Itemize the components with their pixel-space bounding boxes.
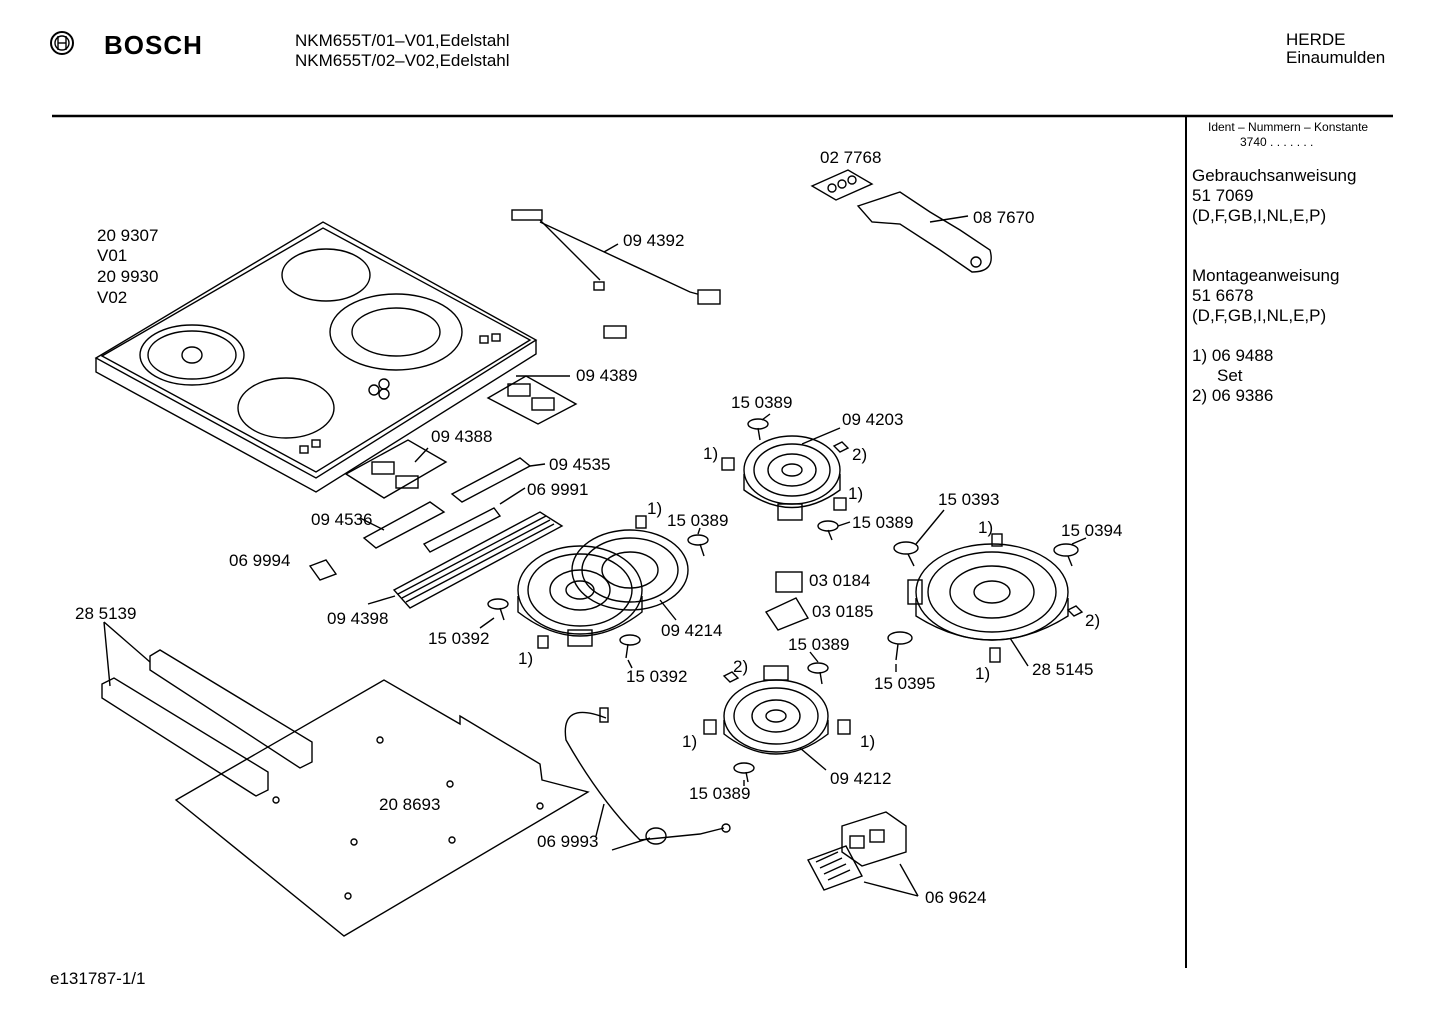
cooktop-glass: [94, 221, 538, 493]
footnote-marker: 1): [975, 664, 991, 683]
heater-094203: [743, 435, 841, 521]
part-label: 09 4388: [431, 427, 493, 446]
part-label: 06 9993: [537, 832, 599, 851]
part-label: 15 0392: [626, 667, 688, 686]
part-label: 06 9991: [527, 480, 589, 499]
part-label: V02: [97, 288, 128, 307]
heater-094214: [517, 529, 689, 647]
footnote-marker: 1): [703, 444, 719, 463]
ribbon-094398: [392, 511, 564, 609]
bosch-logo-icon: [50, 31, 74, 55]
ribbon-069991: [422, 507, 502, 553]
note-2: 2) 06 9386: [1192, 386, 1274, 405]
bracket-030185: [764, 597, 810, 631]
part-label: 09 4392: [623, 231, 685, 250]
board-094388: [344, 439, 448, 499]
part-label: 20 8693: [379, 795, 441, 814]
part-label: 06 9994: [229, 551, 291, 570]
footnote-marker: 2): [733, 657, 749, 676]
part-label: 20 9307: [97, 226, 159, 245]
switch-030184: [775, 571, 803, 593]
ident-caption: Ident – Nummern – Konstante: [1208, 120, 1369, 134]
manual-2-langs: (D,F,GB,I,NL,E,P): [1192, 306, 1327, 325]
manual-2-title: Montageanweisung: [1192, 266, 1340, 285]
part-label: 09 4389: [576, 366, 638, 385]
part-label: 15 0389: [689, 784, 751, 803]
connector-069624: [807, 811, 907, 891]
part-label: 15 0389: [731, 393, 793, 412]
rail-lower: [101, 677, 269, 797]
part-label: 15 0389: [788, 635, 850, 654]
part-label: 20 9930: [97, 267, 159, 286]
base-plate-208693: [174, 679, 590, 937]
part-label: 15 0393: [938, 490, 1000, 509]
note-1-sub: Set: [1217, 366, 1243, 385]
part-label: 28 5145: [1032, 660, 1094, 679]
part-label: V01: [97, 246, 128, 265]
handle-tool: [856, 191, 992, 273]
heater-285145: [907, 543, 1069, 641]
part-label: 08 7670: [973, 208, 1035, 227]
manual-1-langs: (D,F,GB,I,NL,E,P): [1192, 206, 1327, 225]
manual-2-number: 51 6678: [1192, 286, 1254, 305]
rail-upper: [149, 649, 313, 769]
strip-094536: [362, 501, 446, 549]
footnote-marker: 1): [682, 732, 698, 751]
part-label: 15 0392: [428, 629, 490, 648]
heater-094212: [723, 665, 829, 755]
ident-value: 3740 . . . . . . .: [1240, 135, 1314, 149]
part-label: 06 9624: [925, 888, 987, 907]
part-label: 09 4214: [661, 621, 723, 640]
cable-094392: [515, 214, 601, 281]
cable-069993: [564, 711, 725, 841]
part-label: 15 0389: [852, 513, 914, 532]
category-line-2: Einaumulden: [1286, 48, 1386, 67]
note-1: 1) 06 9488: [1192, 346, 1274, 365]
part-label: 15 0394: [1061, 521, 1123, 540]
footnote-marker: 2): [1085, 611, 1101, 630]
part-label: 09 4535: [549, 455, 611, 474]
manual-1-number: 51 7069: [1192, 186, 1254, 205]
part-label: 15 0389: [667, 511, 729, 530]
part-label: 03 0185: [812, 602, 874, 621]
manual-1-title: Gebrauchsanweisung: [1192, 166, 1357, 185]
part-label: 09 4536: [311, 510, 373, 529]
brand-name: BOSCH: [104, 30, 203, 60]
footnote-marker: 1): [860, 732, 876, 751]
part-label: 15 0395: [874, 674, 936, 693]
part-label: 28 5139: [75, 604, 137, 623]
part-label: 09 4398: [327, 609, 389, 628]
footnote-marker: 1): [518, 649, 534, 668]
model-line-1: NKM655T/01–V01,Edelstahl: [295, 31, 510, 50]
document-code: e131787-1/1: [50, 969, 146, 988]
footnote-marker: 1): [647, 499, 663, 518]
cover-plate: [810, 169, 874, 201]
part-label: 03 0184: [809, 571, 871, 590]
strip-094535: [450, 457, 532, 503]
part-069994: [308, 559, 338, 581]
part-label: 09 4203: [842, 410, 904, 429]
footnote-marker: 2): [852, 445, 868, 464]
part-label: 02 7768: [820, 148, 882, 167]
footnote-marker: 1): [978, 518, 994, 537]
footnote-marker: 1): [848, 484, 864, 503]
model-line-2: NKM655T/02–V02,Edelstahl: [295, 51, 510, 70]
category-line-1: HERDE: [1286, 30, 1346, 49]
part-label: 09 4212: [830, 769, 892, 788]
